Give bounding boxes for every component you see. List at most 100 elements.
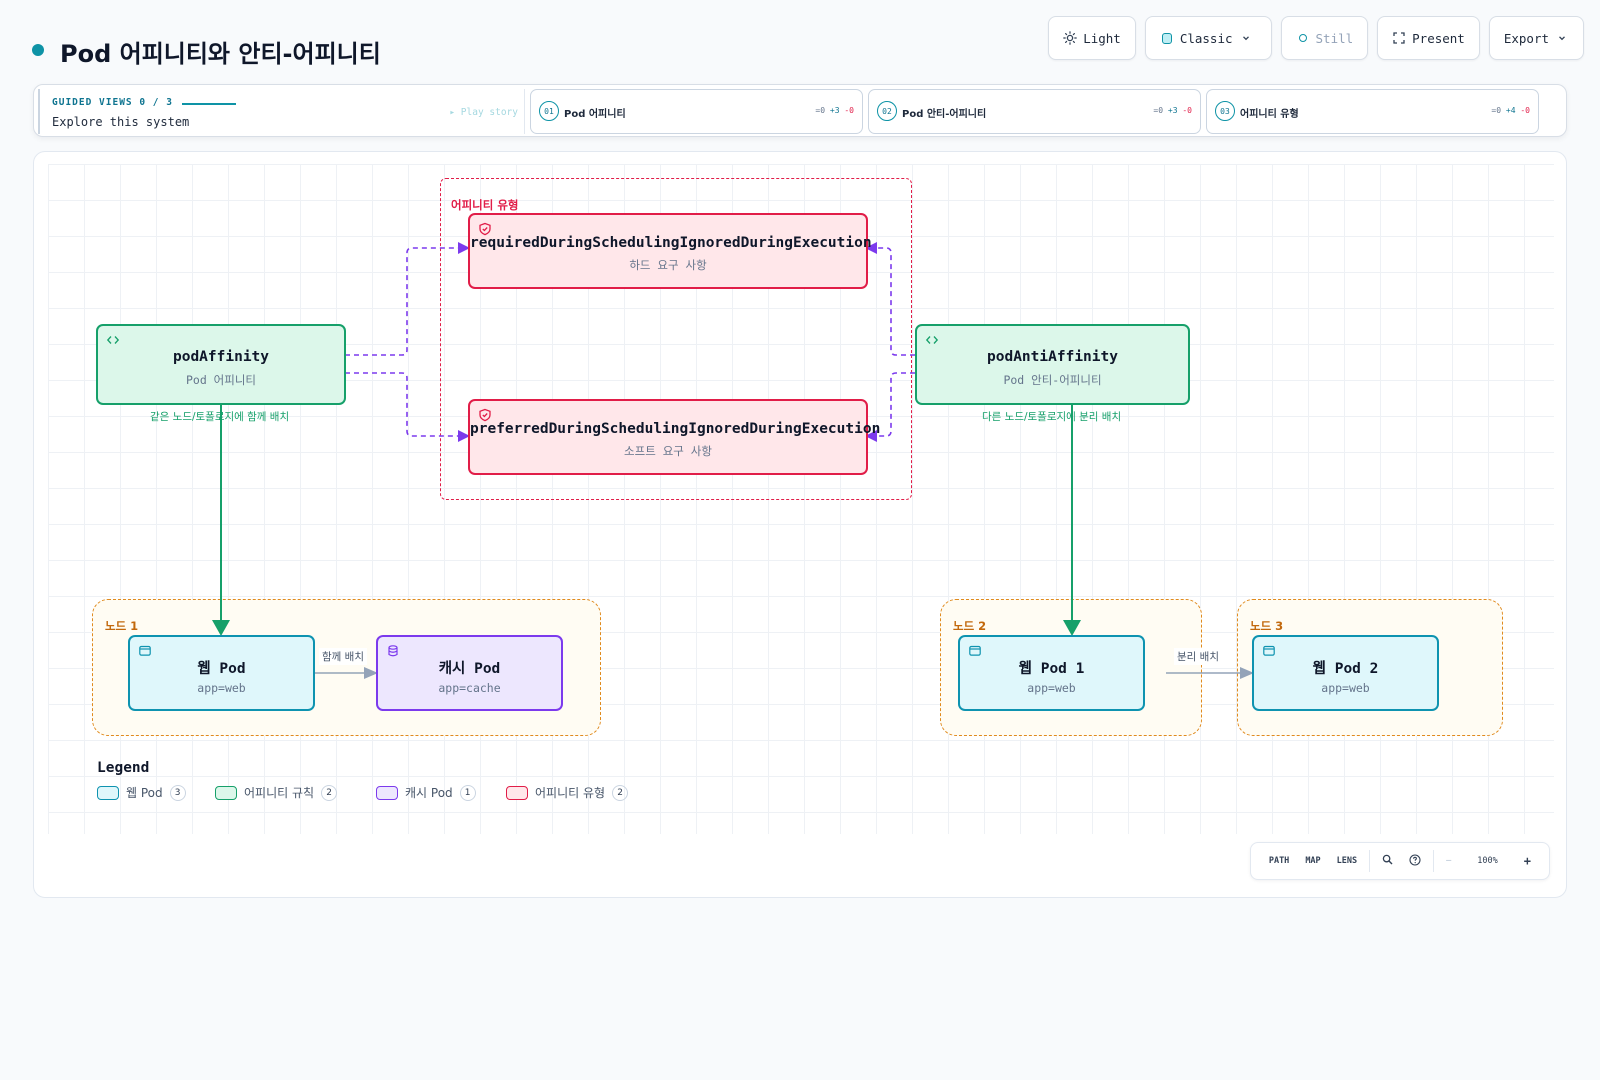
box-subtitle: 소프트 요구 사항 (624, 444, 712, 458)
box-title: 웹 Pod (197, 661, 246, 677)
pod-anti-affinity-box[interactable]: podAntiAffinity Pod 안티-어피니티 (915, 324, 1190, 405)
legend-label: 캐시 Pod (405, 786, 453, 800)
story-stats: =0 +3 -0 (815, 106, 854, 115)
guided-views-subtitle: Explore this system (52, 115, 190, 129)
lens-button[interactable]: LENS (1336, 856, 1358, 866)
edge-anti-preferred (865, 372, 915, 442)
theme-label: Light (1083, 30, 1121, 46)
page-title: Pod 어피니티와 안티-어피니티 (60, 40, 381, 68)
guided-views-bar: GUIDED VIEWS 0 / 3 Explore this system ▸… (33, 84, 1567, 137)
motion-label: Still (1315, 30, 1354, 46)
canvas-controls: PATH MAP LENS — 100% + (1249, 842, 1550, 880)
story-card-3[interactable]: 03 어피니티 유형 =0 +4 -0 (1206, 89, 1539, 134)
preferred-rule-box[interactable]: preferredDuringSchedulingIgnoredDuringEx… (468, 399, 881, 475)
story-card-1[interactable]: 01 Pod 어피니티 =0 +3 -0 (530, 89, 863, 134)
story-number: 01 (539, 101, 559, 121)
box-subtitle: Pod 안티-어피니티 (1003, 373, 1102, 387)
group-label: 노드 2 (949, 616, 991, 636)
chevron-down-icon (1239, 31, 1253, 45)
story-title: 어피니티 유형 (1240, 109, 1299, 120)
required-rule-box[interactable]: requiredDuringSchedulingIgnoredDuringExe… (468, 213, 872, 289)
legend-label: 어피니티 유형 (535, 786, 606, 800)
story-number: 02 (877, 101, 897, 121)
edge-label-affinity: 같은 노드/토폴로지에 함께 배치 (150, 411, 290, 423)
help-icon[interactable] (1401, 853, 1429, 869)
box-subtitle: app=web (1321, 681, 1370, 695)
group-label: 노드 1 (101, 616, 143, 636)
diagram-canvas[interactable]: 어피니티 유형 노드 1 노드 2 노드 3 requiredDuringSch… (33, 151, 1567, 898)
present-label: Present (1412, 30, 1465, 46)
story-card-2[interactable]: 02 Pod 안티-어피니티 =0 +3 -0 (868, 89, 1201, 134)
style-label: Classic (1179, 30, 1233, 46)
edge-label-anti-affinity: 다른 노드/토폴로지에 분리 배치 (982, 411, 1122, 423)
box-title: podAntiAffinity (987, 349, 1118, 365)
search-icon[interactable] (1374, 854, 1401, 868)
box-subtitle: app=web (1027, 681, 1076, 695)
divider (1369, 850, 1371, 872)
legend-swatch (215, 785, 237, 800)
chevron-down-icon (1555, 31, 1569, 45)
code-icon (925, 332, 939, 346)
story-title: Pod 어피니티 (564, 109, 626, 120)
box-title: 웹 Pod 1 (1018, 661, 1085, 677)
edge-affinity-preferred (345, 372, 470, 442)
legend-item-affinity-rule[interactable]: 어피니티 규칙 2 (215, 784, 338, 801)
play-story-button[interactable]: ▸ Play story (449, 107, 518, 118)
cache-pod-box[interactable]: 캐시 Pod app=cache (376, 635, 563, 711)
legend-count: 3 (169, 784, 186, 801)
box-title: 캐시 Pod (438, 661, 501, 677)
export-label: Export (1503, 30, 1549, 46)
divider (524, 89, 525, 134)
zoom-level: 100% (1477, 856, 1498, 866)
motion-toggle[interactable]: Still (1280, 16, 1369, 60)
top-toolbar: Light Classic Still Present Export (1048, 16, 1584, 60)
diagram-edges (212, 242, 1254, 679)
export-dropdown[interactable]: Export (1488, 16, 1584, 60)
story-title: Pod 안티-어피니티 (902, 109, 987, 120)
box-subtitle: app=cache (438, 681, 501, 695)
story-number: 03 (1215, 101, 1235, 121)
legend-item-web-pod[interactable]: 웹 Pod 3 (97, 784, 186, 801)
database-icon (386, 643, 400, 657)
guided-views-label: GUIDED VIEWS 0 / 3 (52, 97, 173, 108)
present-button[interactable]: Present (1377, 16, 1480, 60)
edge-affinity-required (345, 242, 470, 356)
affinity-types-group: 어피니티 유형 (440, 178, 912, 500)
box-title: preferredDuringSchedulingIgnoredDuringEx… (470, 421, 881, 437)
legend-title: Legend (97, 760, 150, 776)
story-stats: =0 +4 -0 (1491, 106, 1530, 115)
web-pod-box[interactable]: 웹 Pod app=web (128, 635, 315, 711)
edge-label-colocate: 함께 배치 (319, 648, 367, 665)
legend-label: 어피니티 규칙 (244, 786, 315, 800)
divider (1433, 850, 1435, 872)
web-pod-2-box[interactable]: 웹 Pod 2 app=web (1252, 635, 1439, 711)
box-title: podAffinity (172, 349, 270, 365)
legend-item-cache-pod[interactable]: 캐시 Pod 1 (376, 784, 476, 801)
legend-swatch (376, 785, 398, 800)
box-subtitle: app=web (197, 681, 246, 695)
zoom-in-button[interactable]: + (1523, 854, 1531, 868)
box-subtitle: 하드 요구 사항 (629, 258, 707, 272)
box-title: requiredDuringSchedulingIgnoredDuringExe… (470, 235, 872, 251)
map-button[interactable]: MAP (1305, 856, 1321, 866)
zoom-out-button[interactable]: — (1446, 856, 1452, 866)
circle-icon (1296, 31, 1310, 45)
pod-affinity-box[interactable]: podAffinity Pod 어피니티 (96, 324, 346, 405)
group-label: 노드 3 (1246, 616, 1288, 636)
style-dropdown[interactable]: Classic (1144, 16, 1272, 60)
legend-count: 2 (612, 784, 629, 801)
theme-button[interactable]: Light (1048, 16, 1136, 60)
shield-icon (478, 221, 492, 236)
window-icon (1262, 643, 1276, 657)
window-icon (138, 643, 152, 657)
group-label: 어피니티 유형 (451, 198, 519, 212)
legend-item-affinity-type[interactable]: 어피니티 유형 2 (506, 784, 629, 801)
code-icon (106, 332, 120, 346)
edge-anti-required (865, 242, 915, 356)
box-title: 웹 Pod 2 (1312, 661, 1379, 677)
path-button[interactable]: PATH (1268, 856, 1290, 866)
shield-icon (478, 407, 492, 422)
web-pod-1-box[interactable]: 웹 Pod 1 app=web (958, 635, 1145, 711)
box-subtitle: Pod 어피니티 (185, 373, 256, 387)
legend-swatch (506, 785, 528, 800)
